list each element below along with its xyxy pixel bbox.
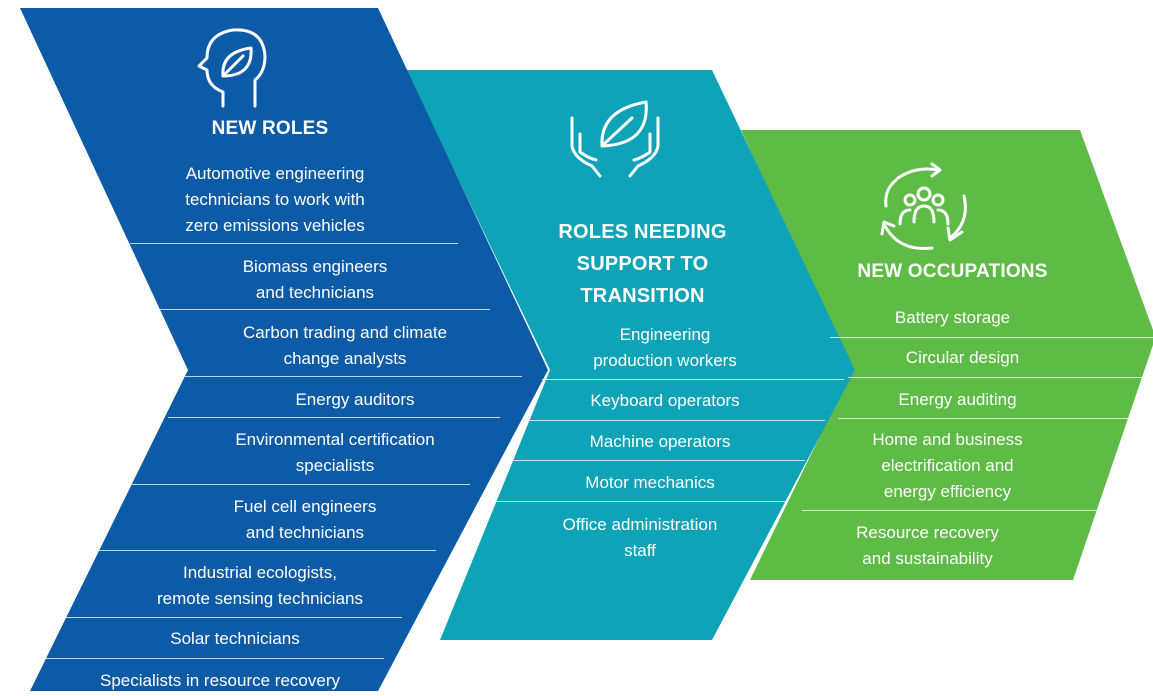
transition-item: Machine operators [589,432,731,451]
new-roles-item: Fuel cell engineers and technicians [233,497,377,542]
new-roles-item: Specialists in resource recovery [100,671,340,690]
divider [802,510,1102,511]
divider [838,418,1128,419]
transition-item: Motor mechanics [585,473,715,492]
transition-item: Office administration staff [562,515,718,560]
divider [505,460,805,461]
divider [130,243,458,244]
new-occupations-item: Circular design [905,348,1020,367]
divider [160,309,490,310]
transition-item: Engineering production workers [593,325,737,370]
head-leaf-icon [197,28,267,108]
new-occupations-item: Battery storage [894,308,1011,327]
divider [44,658,384,659]
divider [62,617,402,618]
divider [542,379,844,380]
new-roles-chevron [20,8,548,691]
divider [132,484,470,485]
new-roles-heading: NEW ROLES [211,118,329,139]
divider [98,550,436,551]
divider [168,417,500,418]
transition-item: Keyboard operators [590,391,740,410]
transition-heading: ROLES NEEDING SUPPORT TO TRANSITION [558,221,727,307]
new-roles-item: Carbon trading and climate change analys… [242,323,448,368]
new-roles-item: Biomass engineers and technicians [242,257,388,302]
hands-leaf-icon [570,100,660,178]
new-roles-item: Industrial ecologists, remote sensing te… [156,563,363,608]
new-occupations-item: Energy auditing [898,390,1017,409]
new-occupations-item: Home and business electrification and en… [872,430,1023,501]
people-cycle-icon [880,162,967,250]
new-roles-item: Solar technicians [170,629,300,648]
new-occupations-chevron [741,130,1153,580]
transition-chevron [406,70,855,640]
new-roles-item: Automotive engineering technicians to wo… [185,164,365,235]
divider [185,376,522,377]
new-roles-item: Environmental certification specialists [235,430,435,475]
divider [485,501,785,502]
new-roles-item: Energy auditors [295,390,415,409]
new-occupations-heading: NEW OCCUPATIONS [857,261,1048,282]
new-occupations-item: Resource recovery and sustainability [856,523,999,568]
divider [848,377,1153,378]
divider [830,337,1153,338]
divider [525,420,825,421]
